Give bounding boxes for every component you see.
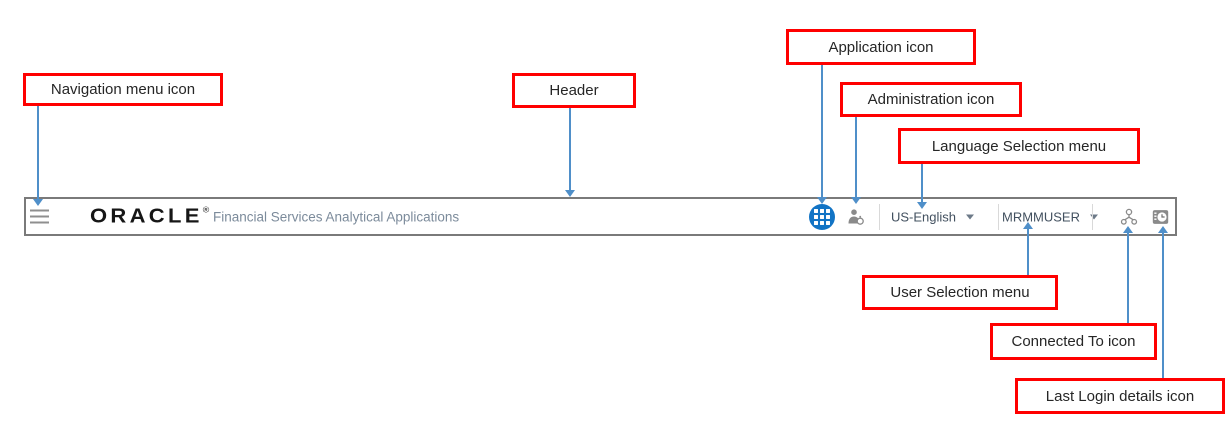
annotation-label: User Selection menu <box>890 284 1030 301</box>
annotation-administration-icon: Administration icon <box>840 82 1022 117</box>
application-icon[interactable] <box>809 203 835 230</box>
annotation-label: Navigation menu icon <box>50 81 196 98</box>
chevron-down-icon <box>1090 214 1098 219</box>
annotation-arrow-header <box>565 108 575 197</box>
annotation-arrow-connected-to <box>1123 226 1133 323</box>
admin-person-gear-glyph <box>848 208 864 225</box>
chevron-down-icon <box>966 214 975 219</box>
app-grid-glyph <box>814 208 830 225</box>
annotation-navigation-menu-icon: Navigation menu icon <box>23 73 223 106</box>
annotation-header: Header <box>512 73 636 108</box>
annotation-arrow-user <box>1023 222 1033 275</box>
registered-mark: ® <box>202 205 210 214</box>
annotation-arrow-navigation <box>33 106 43 206</box>
annotation-label: Header <box>549 82 599 99</box>
header-bar: ORACLE® Financial Services Analytical Ap… <box>24 197 1177 236</box>
annotation-arrow-application <box>817 65 827 204</box>
annotation-label: Application icon <box>828 38 934 56</box>
annotation-label: Language Selection menu <box>931 137 1107 155</box>
user-selected-label: MRMMUSER <box>1002 209 1080 224</box>
user-selection-menu[interactable]: MRMMUSER <box>1002 209 1098 224</box>
navigation-menu-icon[interactable] <box>30 209 49 224</box>
annotation-user-selection-menu: User Selection menu <box>862 275 1058 310</box>
annotation-last-login-details-icon: Last Login details icon <box>1015 378 1225 414</box>
menu-divider <box>879 203 880 230</box>
language-selection-menu[interactable]: US-English <box>891 209 975 224</box>
language-selected-label: US-English <box>891 209 957 224</box>
oracle-logo: ORACLE® <box>90 205 209 228</box>
annotation-language-selection-menu: Language Selection menu <box>898 128 1140 164</box>
menu-divider <box>1092 203 1093 230</box>
clock-badge-glyph <box>1152 209 1169 224</box>
annotation-arrow-language <box>917 164 927 209</box>
hierarchy-glyph <box>1120 208 1138 225</box>
connected-to-icon[interactable] <box>1120 208 1138 226</box>
menu-divider <box>998 203 999 230</box>
annotation-arrow-last-login <box>1158 226 1168 378</box>
annotation-label: Last Login details icon <box>1045 387 1195 405</box>
administration-icon[interactable] <box>847 208 865 226</box>
annotation-arrow-administration <box>851 117 861 204</box>
brand-subtitle: Financial Services Analytical Applicatio… <box>213 209 460 224</box>
oracle-logo-text: ORACLE <box>90 205 203 227</box>
annotation-application-icon: Application icon <box>786 29 976 65</box>
annotation-label: Administration icon <box>867 91 995 108</box>
annotation-connected-to-icon: Connected To icon <box>990 323 1157 360</box>
annotation-label: Connected To icon <box>1011 333 1136 350</box>
last-login-details-icon[interactable] <box>1152 208 1169 225</box>
